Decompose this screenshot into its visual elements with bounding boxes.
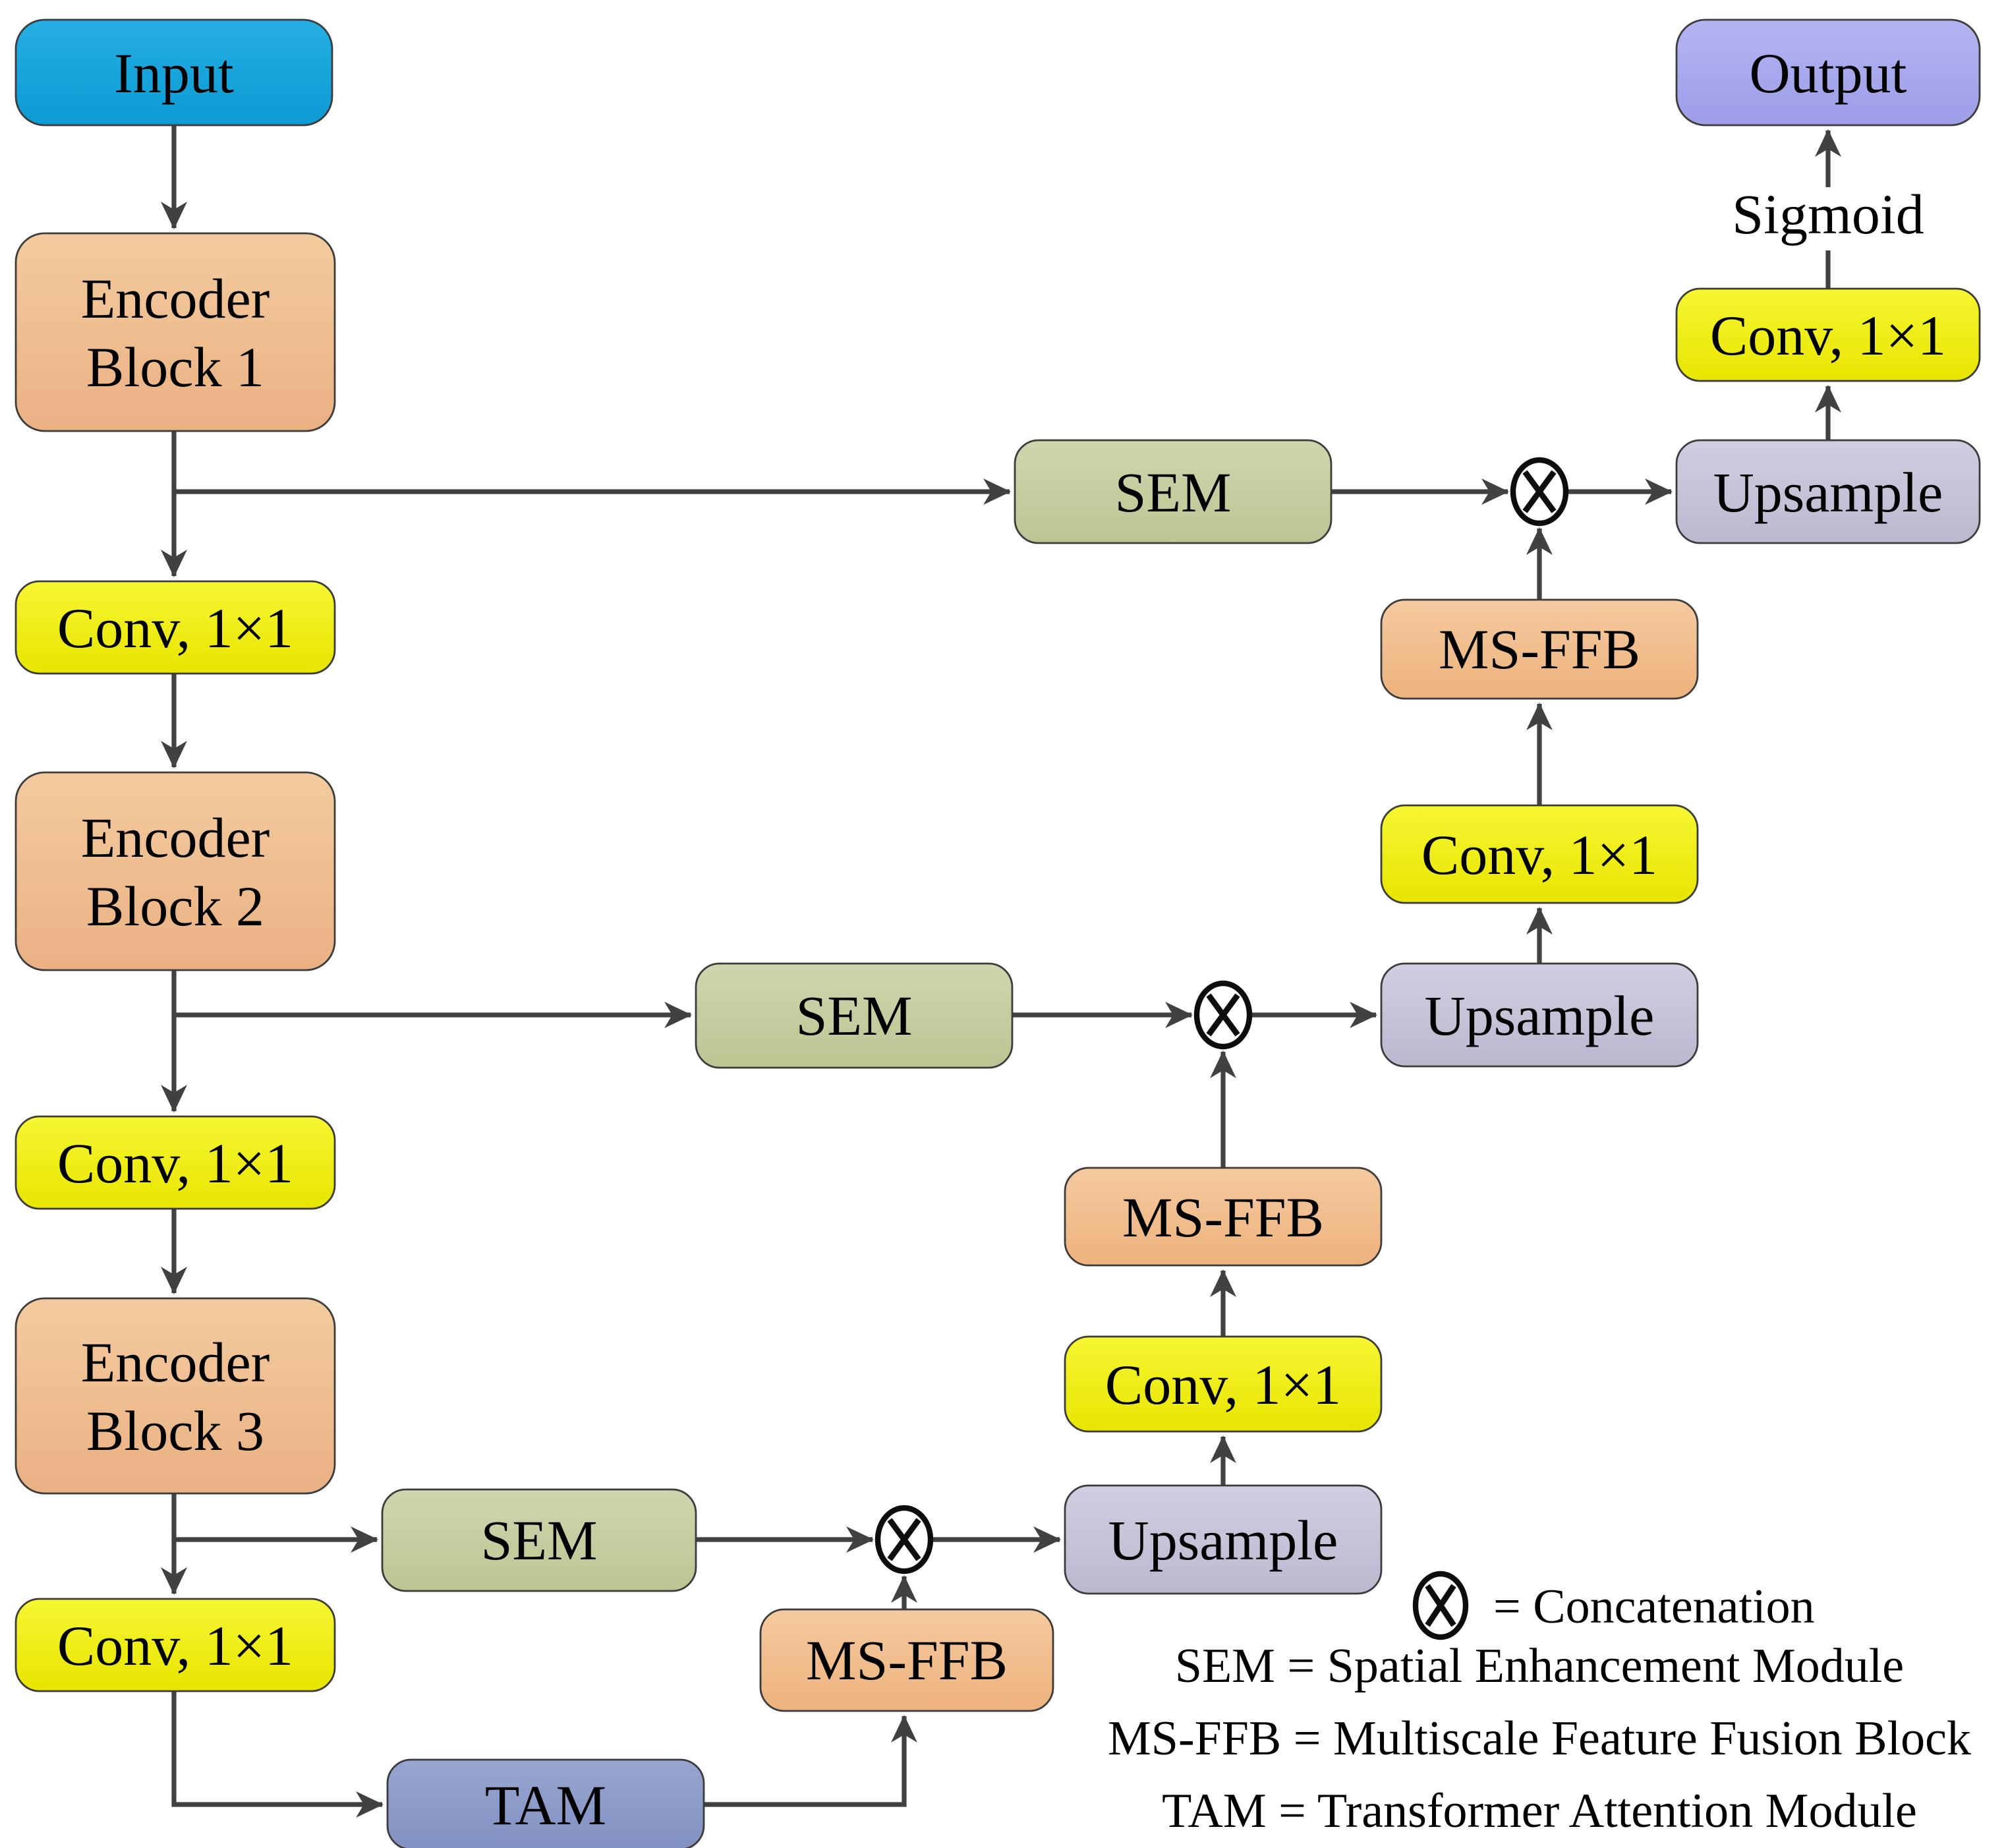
concat1-x	[1522, 470, 1557, 513]
node-conv-b: Conv, 1×1	[14, 1115, 336, 1210]
concat3-icon	[874, 1505, 934, 1574]
output-label: Output	[1750, 42, 1907, 105]
upsample-top-box	[1675, 439, 1981, 544]
node-output: Output	[1675, 18, 1981, 127]
conv-bottom-box	[1064, 1335, 1383, 1433]
conv-b-label: Conv, 1×1	[57, 1132, 293, 1195]
msffb-top-box	[1380, 598, 1699, 700]
legend-sem-text: SEM = Spatial Enhancement Module	[1175, 1639, 1904, 1693]
node-input: Input	[14, 18, 333, 127]
conv-top-box	[1675, 287, 1981, 382]
sigmoid-label: Sigmoid	[1732, 183, 1924, 246]
conv-a-box	[14, 580, 336, 675]
node-sem1: SEM	[1014, 439, 1333, 544]
node-conv-top: Conv, 1×1	[1675, 287, 1981, 382]
encoder3-label-line1: Encoder	[81, 1331, 270, 1394]
upsample-middle-label: Upsample	[1425, 984, 1655, 1047]
msffb-bottom-box	[759, 1608, 1054, 1712]
conv-middle-label: Conv, 1×1	[1421, 823, 1657, 886]
concat3-x	[887, 1518, 921, 1561]
encoder1-box	[14, 232, 336, 432]
msffb-top-label: MS-FFB	[1439, 618, 1640, 681]
conv-c-label: Conv, 1×1	[57, 1614, 293, 1677]
encoder1-label-line2: Block 1	[86, 335, 264, 399]
encoder3-label-line2: Block 3	[86, 1399, 264, 1462]
node-msffb-bottom: MS-FFB	[759, 1608, 1054, 1712]
encoder2-box	[14, 771, 336, 971]
node-conv-a: Conv, 1×1	[14, 580, 336, 675]
upsample-top-label: Upsample	[1713, 461, 1943, 524]
msffb-bottom-label: MS-FFB	[806, 1629, 1008, 1692]
node-upsample-top: Upsample	[1675, 439, 1981, 544]
concat2-x	[1206, 993, 1240, 1037]
node-conv-c: Conv, 1×1	[14, 1598, 336, 1692]
legend: = Concatenation SEM = Spatial Enhancemen…	[1108, 1571, 1971, 1838]
node-upsample-middle: Upsample	[1380, 962, 1699, 1068]
conv-b-box	[14, 1115, 336, 1210]
encoder2-label-line1: Encoder	[81, 806, 270, 869]
sem1-label: SEM	[1115, 461, 1232, 524]
conv-middle-box	[1380, 804, 1699, 904]
encoder1-label-line1: Encoder	[81, 267, 270, 330]
sem3-label: SEM	[481, 1509, 598, 1572]
concat-operators	[874, 457, 1569, 1574]
node-sem3: SEM	[381, 1488, 697, 1592]
upsample-bottom-label: Upsample	[1108, 1509, 1338, 1572]
input-label: Input	[114, 42, 234, 105]
sem2-label: SEM	[796, 984, 913, 1047]
edge-conv-c-to-tam	[171, 1691, 384, 1818]
sem3-box	[381, 1488, 697, 1592]
conv-a-label: Conv, 1×1	[57, 596, 293, 660]
msffb-middle-label: MS-FFB	[1122, 1186, 1324, 1249]
upsample-middle-box	[1380, 962, 1699, 1068]
legend-msffb-text: MS-FFB = Multiscale Feature Fusion Block	[1108, 1712, 1971, 1766]
edges-layer	[161, 125, 1841, 1818]
conv-bottom-label: Conv, 1×1	[1105, 1353, 1341, 1416]
node-msffb-middle: MS-FFB	[1064, 1167, 1383, 1267]
edge-tam-to-msffb-bottom	[704, 1715, 917, 1807]
encoder2-label-line2: Block 2	[86, 875, 264, 938]
conv-c-box	[14, 1598, 336, 1692]
node-sem2: SEM	[695, 962, 1014, 1069]
conv-top-label: Conv, 1×1	[1710, 304, 1946, 367]
upsample-bottom-box	[1064, 1484, 1383, 1595]
tam-label: TAM	[485, 1774, 606, 1837]
node-conv-middle: Conv, 1×1	[1380, 804, 1699, 904]
legend-concat-icon	[1412, 1571, 1469, 1640]
node-conv-bottom: Conv, 1×1	[1064, 1335, 1383, 1433]
sem1-box	[1014, 439, 1333, 544]
encoder3-box	[14, 1297, 336, 1495]
node-msffb-top: MS-FFB	[1380, 598, 1699, 700]
sem2-box	[695, 962, 1014, 1069]
legend-tam-text: TAM = Transformer Attention Module	[1162, 1784, 1917, 1838]
output-box	[1675, 18, 1981, 127]
legend-concat-text: = Concatenation	[1493, 1580, 1815, 1634]
concat2-icon	[1193, 980, 1253, 1050]
concat1-icon	[1510, 457, 1569, 527]
msffb-middle-box	[1064, 1167, 1383, 1267]
node-tam: TAM	[386, 1758, 705, 1848]
tam-box	[386, 1758, 705, 1848]
input-box	[14, 18, 333, 127]
legend-concat-x	[1425, 1584, 1456, 1627]
node-upsample-bottom: Upsample	[1064, 1484, 1383, 1595]
